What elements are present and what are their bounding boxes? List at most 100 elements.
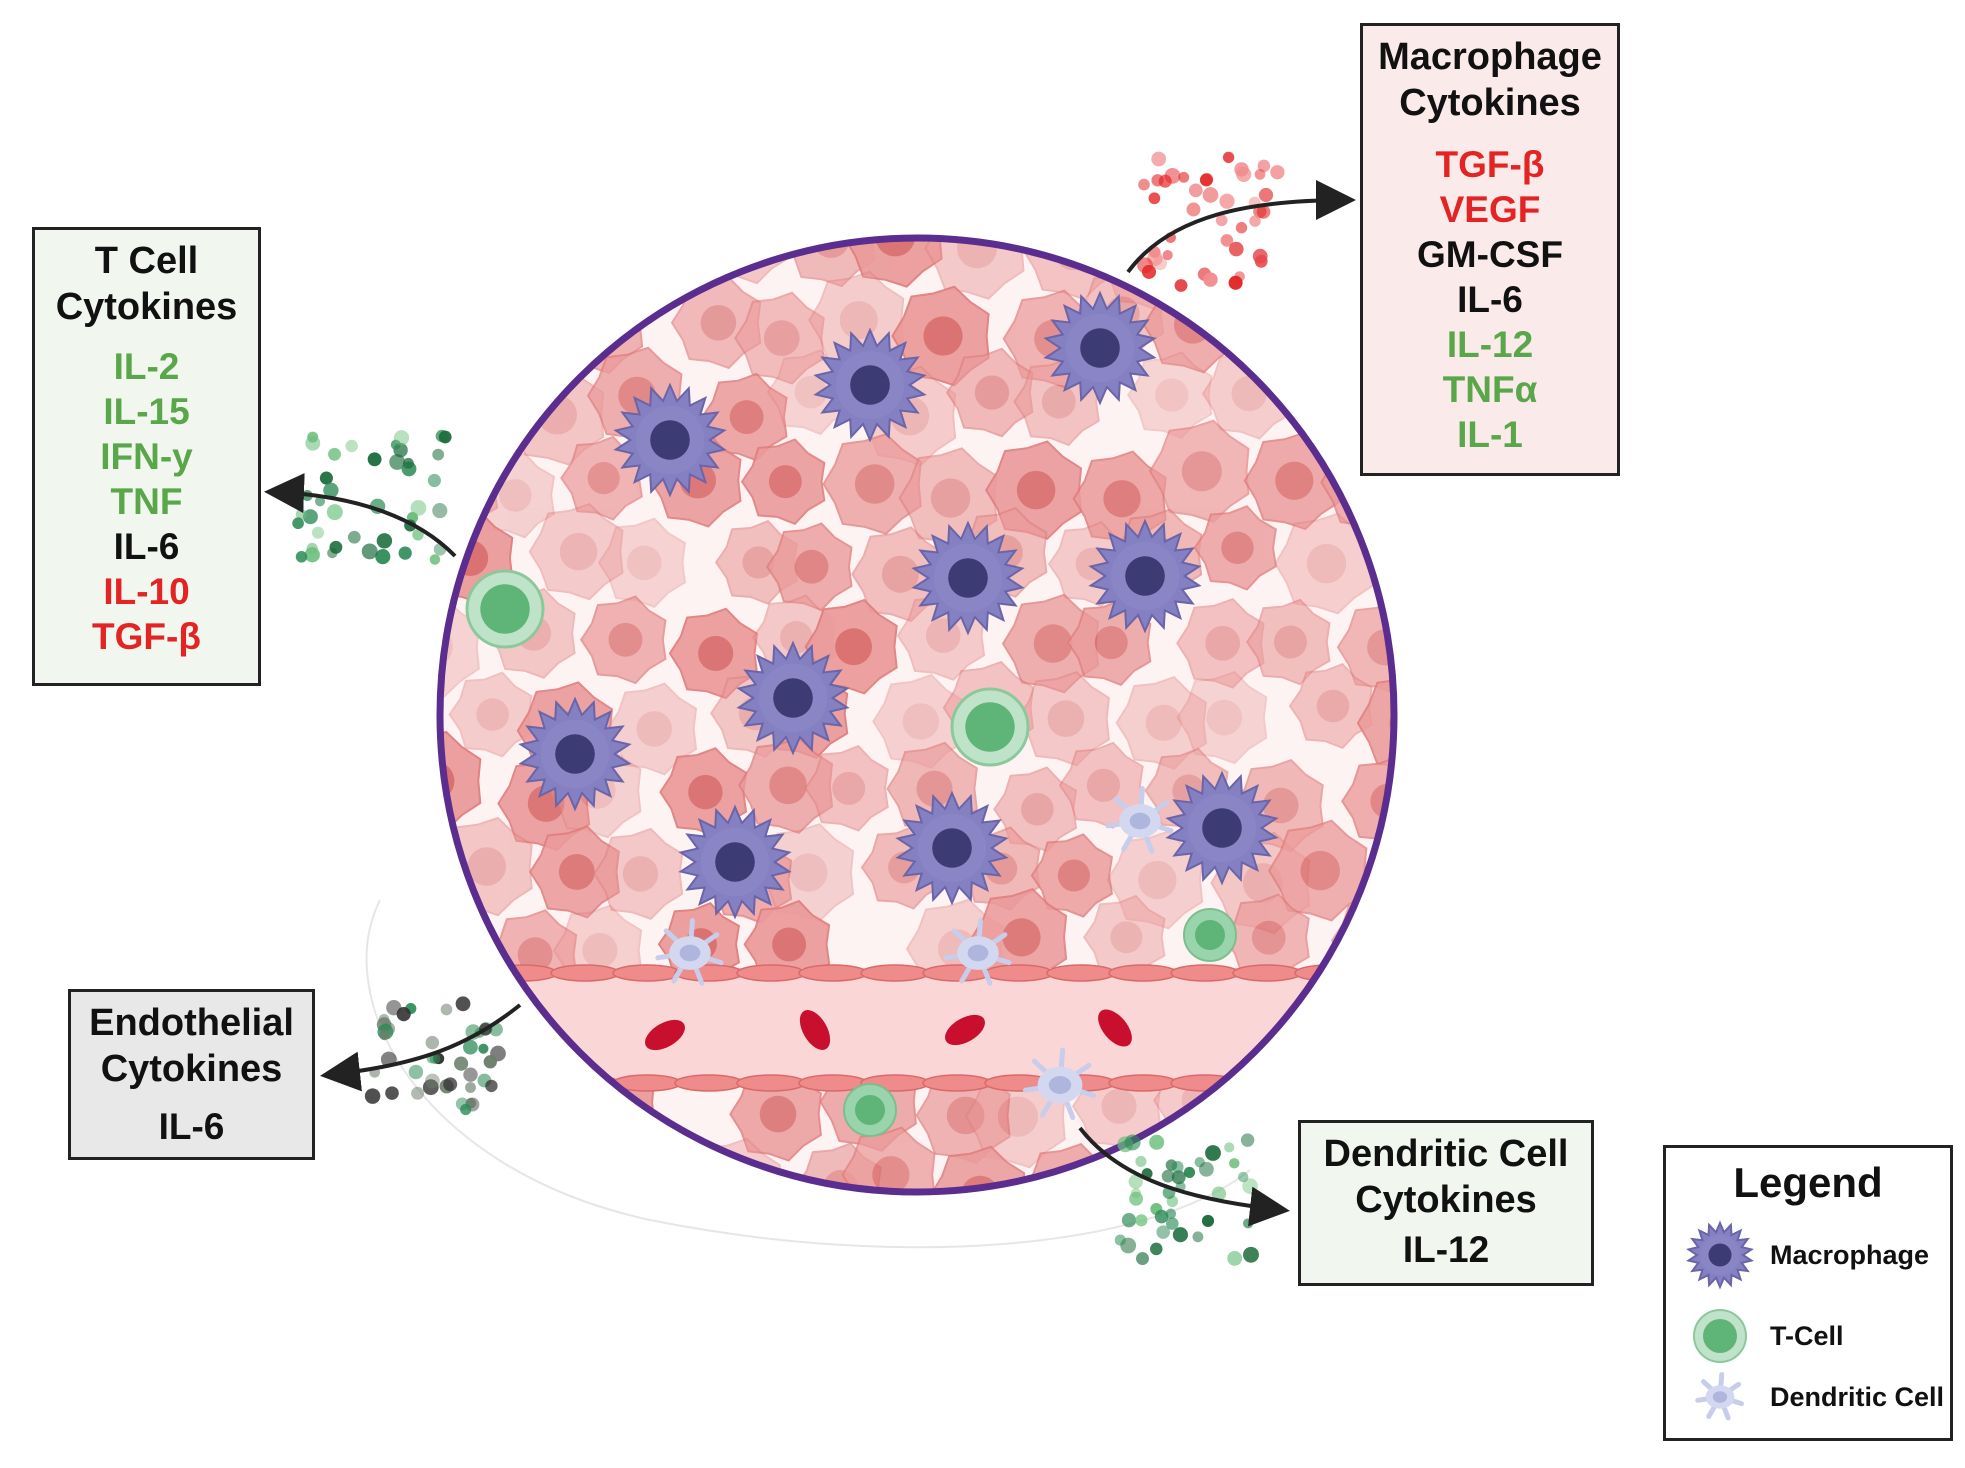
macrophage — [1686, 1220, 1754, 1290]
arrow-to-dendritic-box — [1078, 1126, 1290, 1227]
endothelial-box-title-line1: Endothelial — [89, 1002, 294, 1044]
tumor-cell — [593, 827, 684, 921]
dendritic-box-title: Dendritic Cell Cytokines — [1301, 1131, 1591, 1223]
tumor-cell — [734, 291, 825, 385]
t-cell-cytokine-4: IL-6 — [113, 526, 180, 567]
t-cell — [465, 569, 545, 649]
tumor-cell — [842, 238, 943, 288]
endothelial-cell — [1232, 1074, 1302, 1092]
macrophage-icon — [1686, 1220, 1754, 1290]
tumor-cell — [1176, 597, 1265, 689]
macrophage — [736, 640, 850, 756]
background-outline — [365, 899, 1251, 1249]
t-cell-icon — [1693, 1309, 1747, 1363]
legend-label-dendritic-cell: Dendritic Cell — [1770, 1382, 1945, 1412]
t-cell-cytokine-3: TNF — [110, 481, 183, 522]
endothelial-cell — [736, 964, 806, 982]
macrophage — [678, 804, 792, 920]
endothelial-cytokine-dots — [364, 996, 506, 1116]
macrophage-box-title: Macrophage Cytokines — [1363, 34, 1617, 126]
arrow-to-macrophage-box — [1126, 180, 1356, 274]
macrophage-cytokine-0: TGF-β — [1435, 144, 1545, 185]
endothelial-cell — [488, 1074, 558, 1092]
endothelial-cell — [1108, 1074, 1178, 1092]
tumor-cell — [804, 598, 898, 695]
red-blood-cell — [945, 1014, 985, 1046]
endothelial-cell — [1108, 964, 1178, 982]
endothelial-cell — [922, 1074, 992, 1092]
endothelial-cell — [1356, 964, 1394, 982]
red-blood-cell — [1098, 1009, 1132, 1047]
tumor-cell — [469, 273, 561, 367]
tumor-cell — [597, 517, 686, 608]
tumor-cell — [804, 745, 889, 832]
tumor-cell — [1274, 512, 1374, 615]
endothelial-cell — [1294, 1074, 1364, 1092]
tumor-cell — [841, 1126, 936, 1192]
tumor-cell — [1193, 505, 1277, 591]
dendritic-cytokine-0: IL-12 — [1402, 1229, 1490, 1270]
tumor-cell — [822, 433, 922, 535]
t-cell-cytokine-2: IFN-y — [100, 436, 193, 477]
endothelial-cytokines-box: Endothelial Cytokines IL-6 — [68, 989, 315, 1160]
tumor-cell — [740, 438, 826, 525]
legend-label-t-cell: T-Cell — [1770, 1321, 1844, 1351]
endothelial-cytokine-list: IL-6 — [71, 1104, 312, 1149]
cytokine-arrows — [264, 180, 1356, 1227]
endothelial-box-title-line2: Cytokines — [100, 1048, 283, 1090]
macrophage-box-title-line1: Macrophage — [1378, 36, 1602, 78]
tumor-cell — [766, 522, 853, 612]
endothelial-cell — [798, 964, 868, 982]
tumor-cell — [1115, 675, 1207, 770]
t-cell-box-title-line1: T Cell — [94, 240, 199, 282]
legend-entry-t-cell: T-Cell — [1678, 1301, 1948, 1371]
t-cell-cytokine-5: IL-10 — [103, 571, 190, 612]
tumor-cell — [1030, 833, 1113, 918]
dendritic-cell — [1105, 786, 1174, 854]
legend: Legend Macrophage T-Cell Dendritic Cell — [1663, 1145, 1953, 1441]
macrophage-cytokine-1: VEGF — [1439, 189, 1541, 230]
tumor-cell — [528, 502, 624, 601]
endothelial-cell — [1170, 964, 1240, 982]
tumor-cell — [1356, 671, 1394, 775]
macrophage — [895, 790, 1009, 906]
dendritic-cytokine-dots — [1114, 1133, 1259, 1266]
dendritic-box-title-line1: Dendritic Cell — [1323, 1133, 1569, 1175]
t-cell-box-title-line2: Cytokines — [55, 286, 238, 328]
tumor-cell — [448, 671, 533, 758]
legend-title: Legend — [1733, 1159, 1883, 1206]
endothelial-cell — [1356, 1074, 1394, 1092]
tumor-cell — [451, 1133, 536, 1192]
tumor-cell — [1148, 419, 1250, 523]
macrophage-cytokine-3: IL-6 — [1457, 279, 1523, 320]
macrophage-cytokine-5: TNFα — [1442, 369, 1538, 410]
tumor-cell — [1336, 600, 1394, 695]
t-cell-box-title: T Cell Cytokines — [35, 238, 258, 330]
tumor-cell — [1176, 671, 1268, 765]
endothelial-cell — [860, 964, 930, 982]
macrophage — [1088, 518, 1202, 634]
t-cell-cytokine-6: TGF-β — [92, 616, 201, 657]
dendritic-box-title-line2: Cytokines — [1355, 1179, 1537, 1221]
t-cell-cytokine-0: IL-2 — [113, 346, 180, 387]
macrophage — [613, 382, 727, 498]
dendritic-cytokine-list: IL-12 — [1301, 1227, 1591, 1272]
legend-entry-macrophage: Macrophage — [1678, 1220, 1948, 1290]
macrophage-cytokine-2: GM-CSF — [1417, 234, 1563, 275]
macrophage — [518, 696, 632, 812]
endothelial-cell — [1232, 964, 1302, 982]
dendritic-cell-icon — [1695, 1372, 1744, 1421]
t-cell-cytokine-1: IL-15 — [103, 391, 190, 432]
tumor-cell — [738, 736, 834, 835]
tumor-cell — [714, 519, 798, 605]
arrow-to-endothelial-box — [320, 1003, 522, 1092]
t-cell — [1183, 908, 1237, 962]
endothelial-cell — [440, 964, 496, 982]
dendritic-cell-cytokines-box: Dendritic Cell Cytokines IL-12 — [1298, 1120, 1594, 1286]
macrophage — [1165, 770, 1279, 886]
macrophage-cytokine-dots — [1137, 151, 1285, 292]
